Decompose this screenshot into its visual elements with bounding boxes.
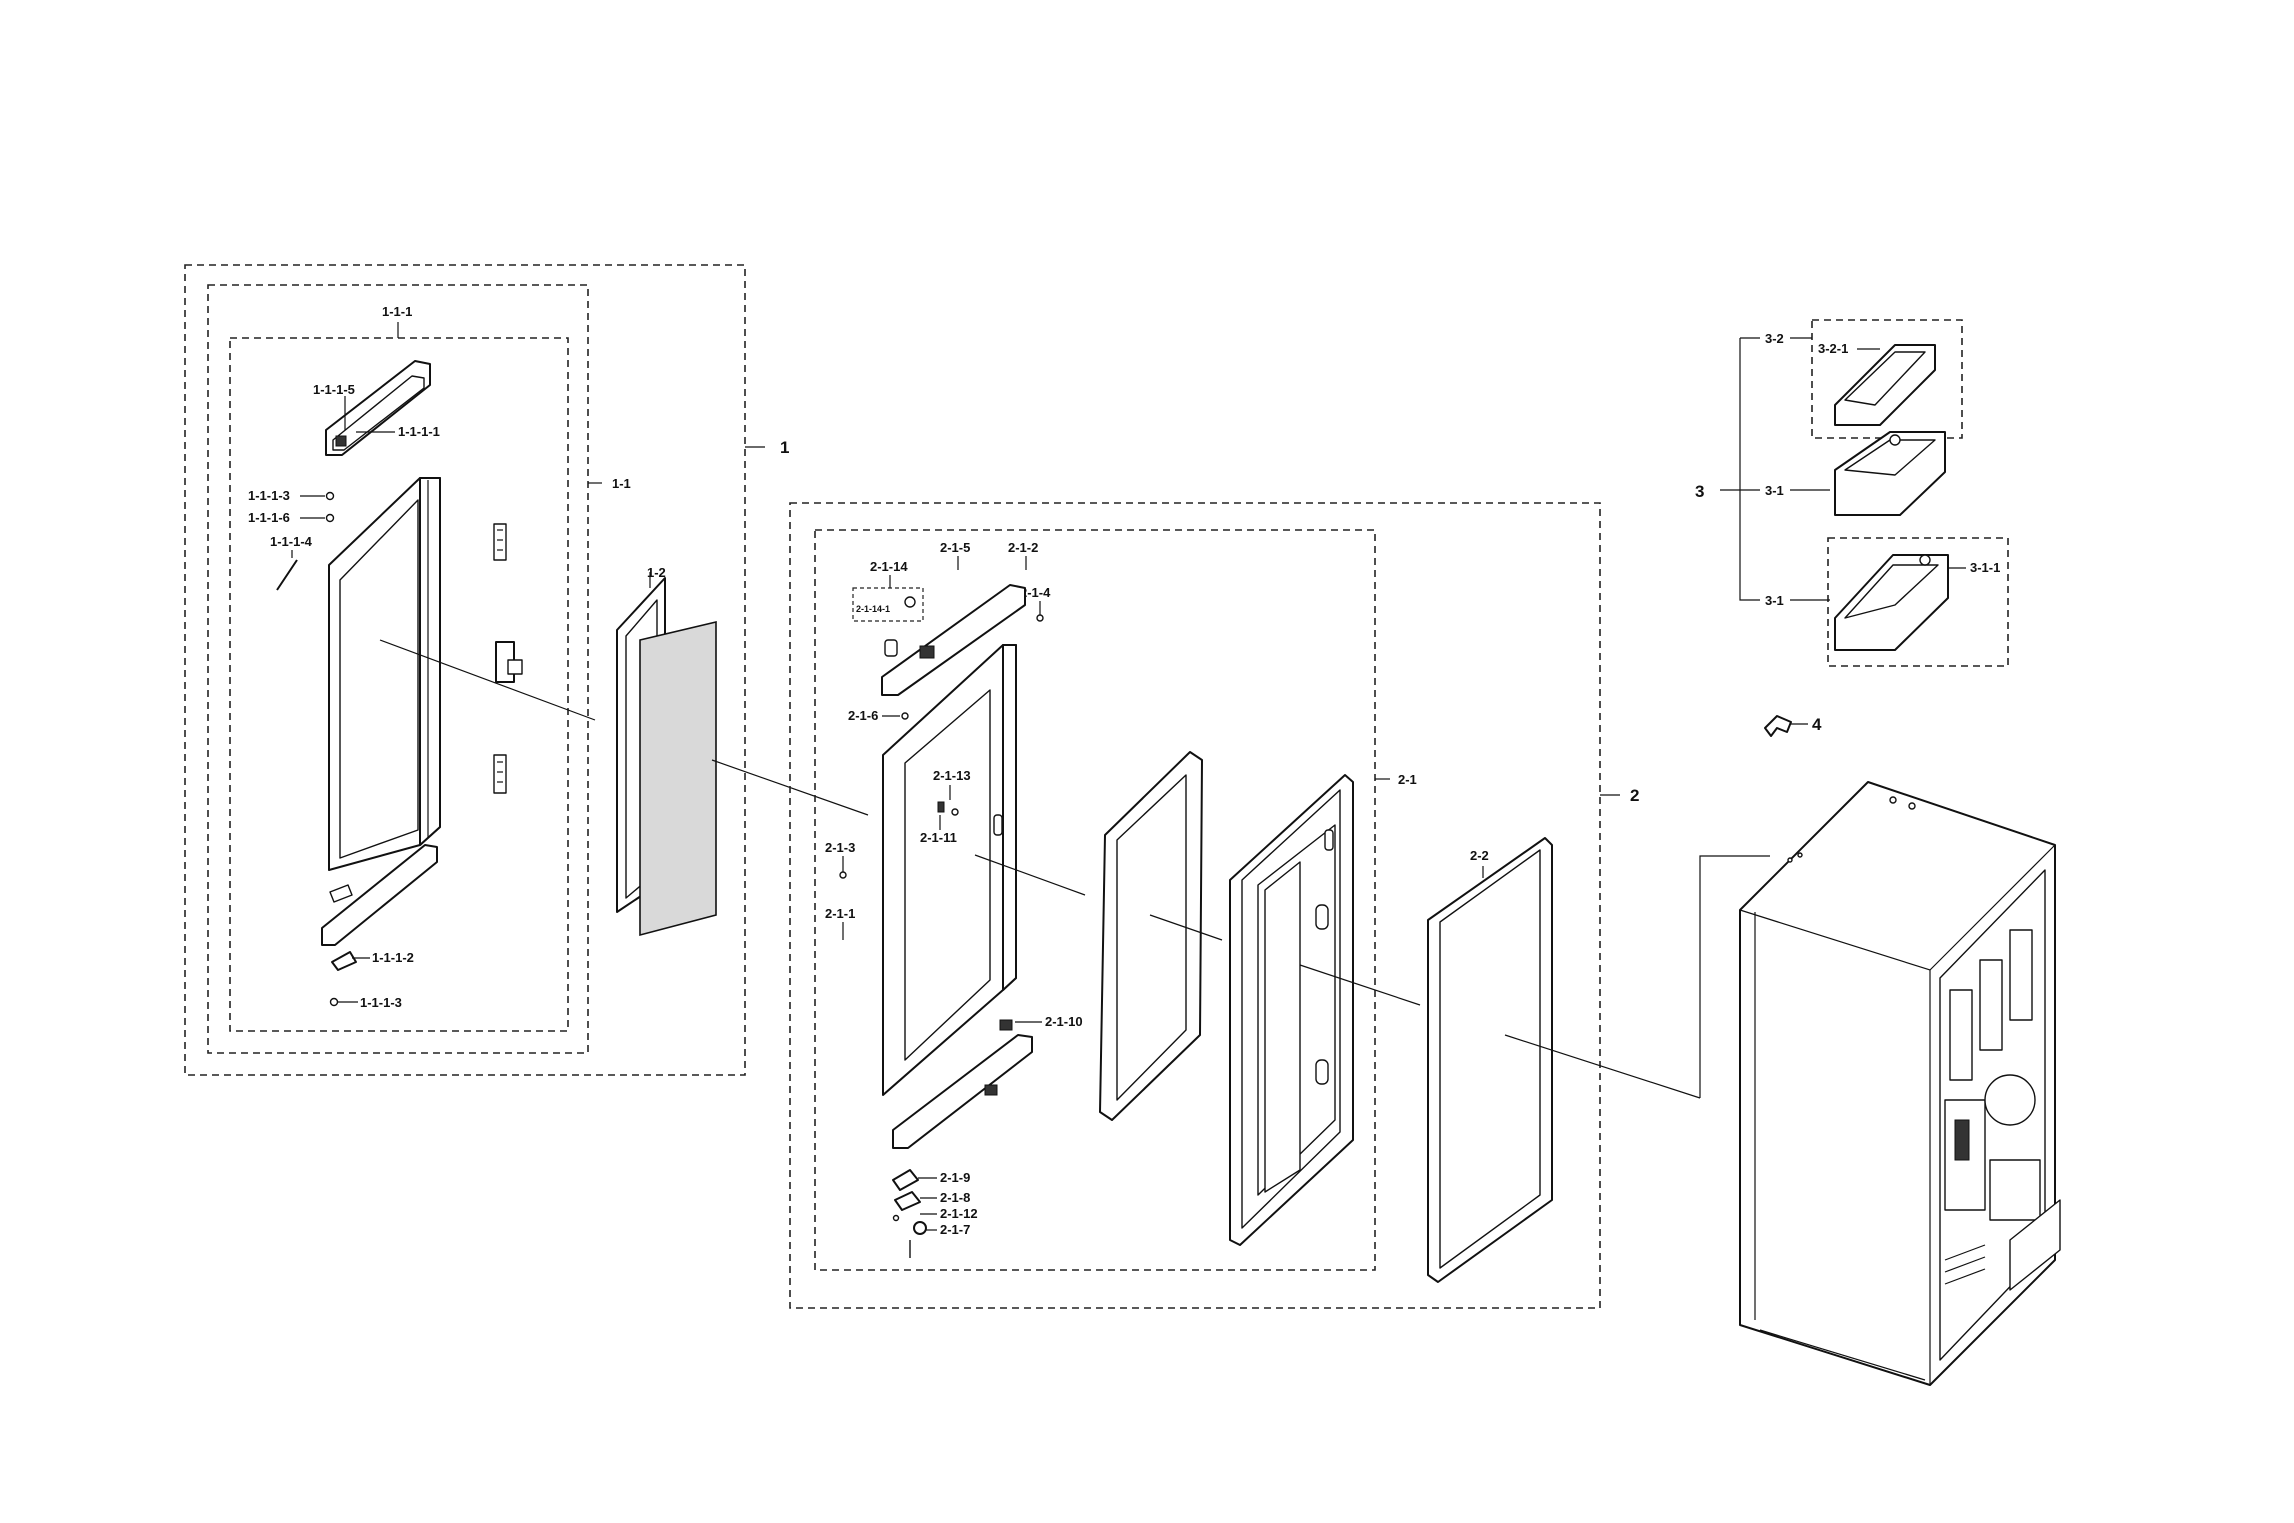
label-2-1-4: 2-1-4: [1020, 585, 1051, 600]
group-2-1-14-box: [852, 587, 924, 622]
door-2-cap-top-part: [881, 584, 1026, 696]
label-2-1-7: 2-1-7: [940, 1222, 970, 1237]
hinge-bracket-upper-part: [493, 523, 507, 561]
bin-3-1-middle-part: [1834, 431, 1946, 516]
label-4: 4: [1812, 715, 1822, 734]
door-2-hinge-parts: [892, 1169, 927, 1258]
door-cap-top-part: [325, 360, 431, 456]
label-2-1-3: 2-1-3: [825, 840, 855, 855]
screw-icon: [329, 997, 339, 1007]
label-2-1-14: 2-1-14: [870, 559, 908, 574]
hinge-bracket-lower-part: [493, 754, 507, 794]
group-1-1-box: [207, 284, 589, 1054]
switch-part: [937, 801, 945, 813]
label-3-1-bottom: 3-1: [1765, 593, 1784, 608]
group-2-1-box: [814, 529, 1376, 1271]
label-2-1-11: 2-1-11: [920, 830, 957, 845]
screw-icon: [901, 712, 909, 720]
screw-icon: [1036, 614, 1044, 622]
label-2-1-12: 2-1-12: [940, 1206, 978, 1221]
group-3-1-1-box: [1827, 537, 2009, 667]
insulation-panel-part: [639, 620, 717, 937]
label-1-1-1-4: 1-1-1-4: [270, 534, 313, 549]
label-3-1-1: 3-1-1: [1970, 560, 2000, 575]
screw-icon: [839, 871, 847, 879]
screw-icon: [325, 513, 335, 523]
door-outer-panel-part: [328, 477, 441, 871]
door-cap-bottom-part: [321, 844, 438, 946]
group-1-1-1-box: [229, 337, 569, 1032]
group-1-box: [184, 264, 746, 1076]
label-2-1: 2-1: [1398, 772, 1417, 787]
door-2-cap-bottom-part: [892, 1019, 1033, 1149]
door-2-inner-frame-part: [1099, 751, 1203, 1121]
hinge-bracket-middle-part: [495, 641, 523, 683]
label-1-2: 1-2: [647, 565, 666, 580]
label-2-1-2: 2-1-2: [1008, 540, 1038, 555]
small-bracket-part: [331, 951, 357, 971]
label-1-1-1: 1-1-1: [382, 304, 412, 319]
label-2-1-10: 2-1-10: [1045, 1014, 1083, 1029]
label-2-1-5: 2-1-5: [940, 540, 970, 555]
label-2-1-9: 2-1-9: [940, 1170, 970, 1185]
label-3-1-middle: 3-1: [1765, 483, 1784, 498]
bin-3-2-part: [1834, 344, 1936, 426]
group-2-box: [789, 502, 1601, 1309]
door-2-frame-part: [882, 644, 1017, 1096]
door-2-liner-part: [1229, 774, 1354, 1246]
lamp-icon: [904, 596, 916, 608]
label-1-1-1-3-bottom: 1-1-1-3: [360, 995, 402, 1010]
label-1-1: 1-1: [612, 476, 631, 491]
label-2-1-8: 2-1-8: [940, 1190, 970, 1205]
label-2: 2: [1630, 786, 1639, 805]
label-1: 1: [780, 438, 789, 457]
label-1-1-1-3-top: 1-1-1-3: [248, 488, 290, 503]
label-1-1-1-1: 1-1-1-1: [398, 424, 440, 439]
clip-part-4: [1764, 715, 1792, 737]
pin-part: [276, 559, 298, 591]
label-3: 3: [1695, 482, 1704, 501]
refrigerator-cabinet-part: [1739, 781, 2061, 1386]
label-1-1-1-6: 1-1-1-6: [248, 510, 290, 525]
screw-icon: [325, 491, 335, 501]
door-2-gasket-part: [1427, 837, 1553, 1283]
label-2-2: 2-2: [1470, 848, 1489, 863]
label-2-1-6: 2-1-6: [848, 708, 878, 723]
label-1-1-1-2: 1-1-1-2: [372, 950, 414, 965]
label-3-2-1: 3-2-1: [1818, 341, 1848, 356]
label-2-1-14-1: 2-1-14-1: [856, 604, 890, 614]
label-2-1-13: 2-1-13: [933, 768, 971, 783]
bin-3-1-bottom-part: [1834, 554, 1949, 651]
label-1-1-1-5: 1-1-1-5: [313, 382, 355, 397]
label-2-1-1: 2-1-1: [825, 906, 855, 921]
label-3-2: 3-2: [1765, 331, 1784, 346]
